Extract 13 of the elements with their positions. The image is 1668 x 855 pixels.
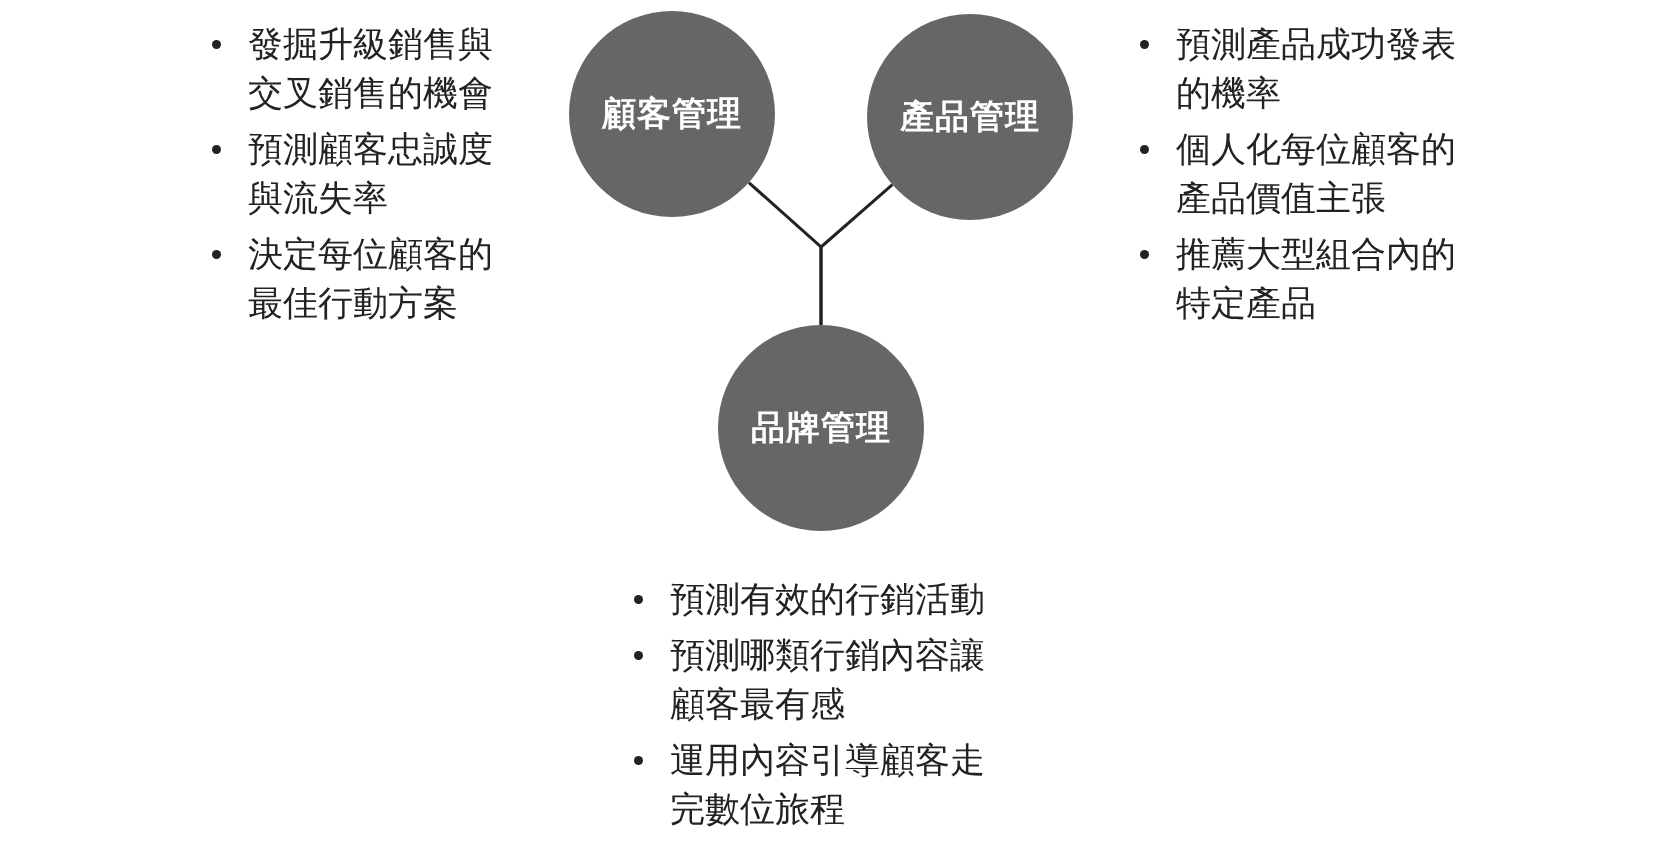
bullet-item: 個人化每位顧客的產品價值主張 <box>1140 125 1460 223</box>
bullet-item: 預測顧客忠誠度與流失率 <box>212 125 497 223</box>
topic-title: 品牌管理 <box>751 406 891 449</box>
bullet-item: 預測有效的行銷活動 <box>634 575 989 624</box>
bullet-item: 預測產品成功發表的機率 <box>1140 20 1460 118</box>
connector-line <box>819 183 894 325</box>
bullet-item: 運用內容引導顧客走完數位旅程 <box>634 736 989 834</box>
topic-title: 顧客管理 <box>602 92 742 135</box>
bullet-item: 推薦大型組合內的特定產品 <box>1140 230 1460 328</box>
bullet-item: 決定每位顧客的最佳行動方案 <box>212 230 497 328</box>
bullet-item: 預測哪類行銷內容讓顧客最有感 <box>634 631 989 729</box>
topic-title: 產品管理 <box>900 95 1040 138</box>
bullet-item: 發掘升級銷售與交叉銷售的機會 <box>212 20 497 118</box>
